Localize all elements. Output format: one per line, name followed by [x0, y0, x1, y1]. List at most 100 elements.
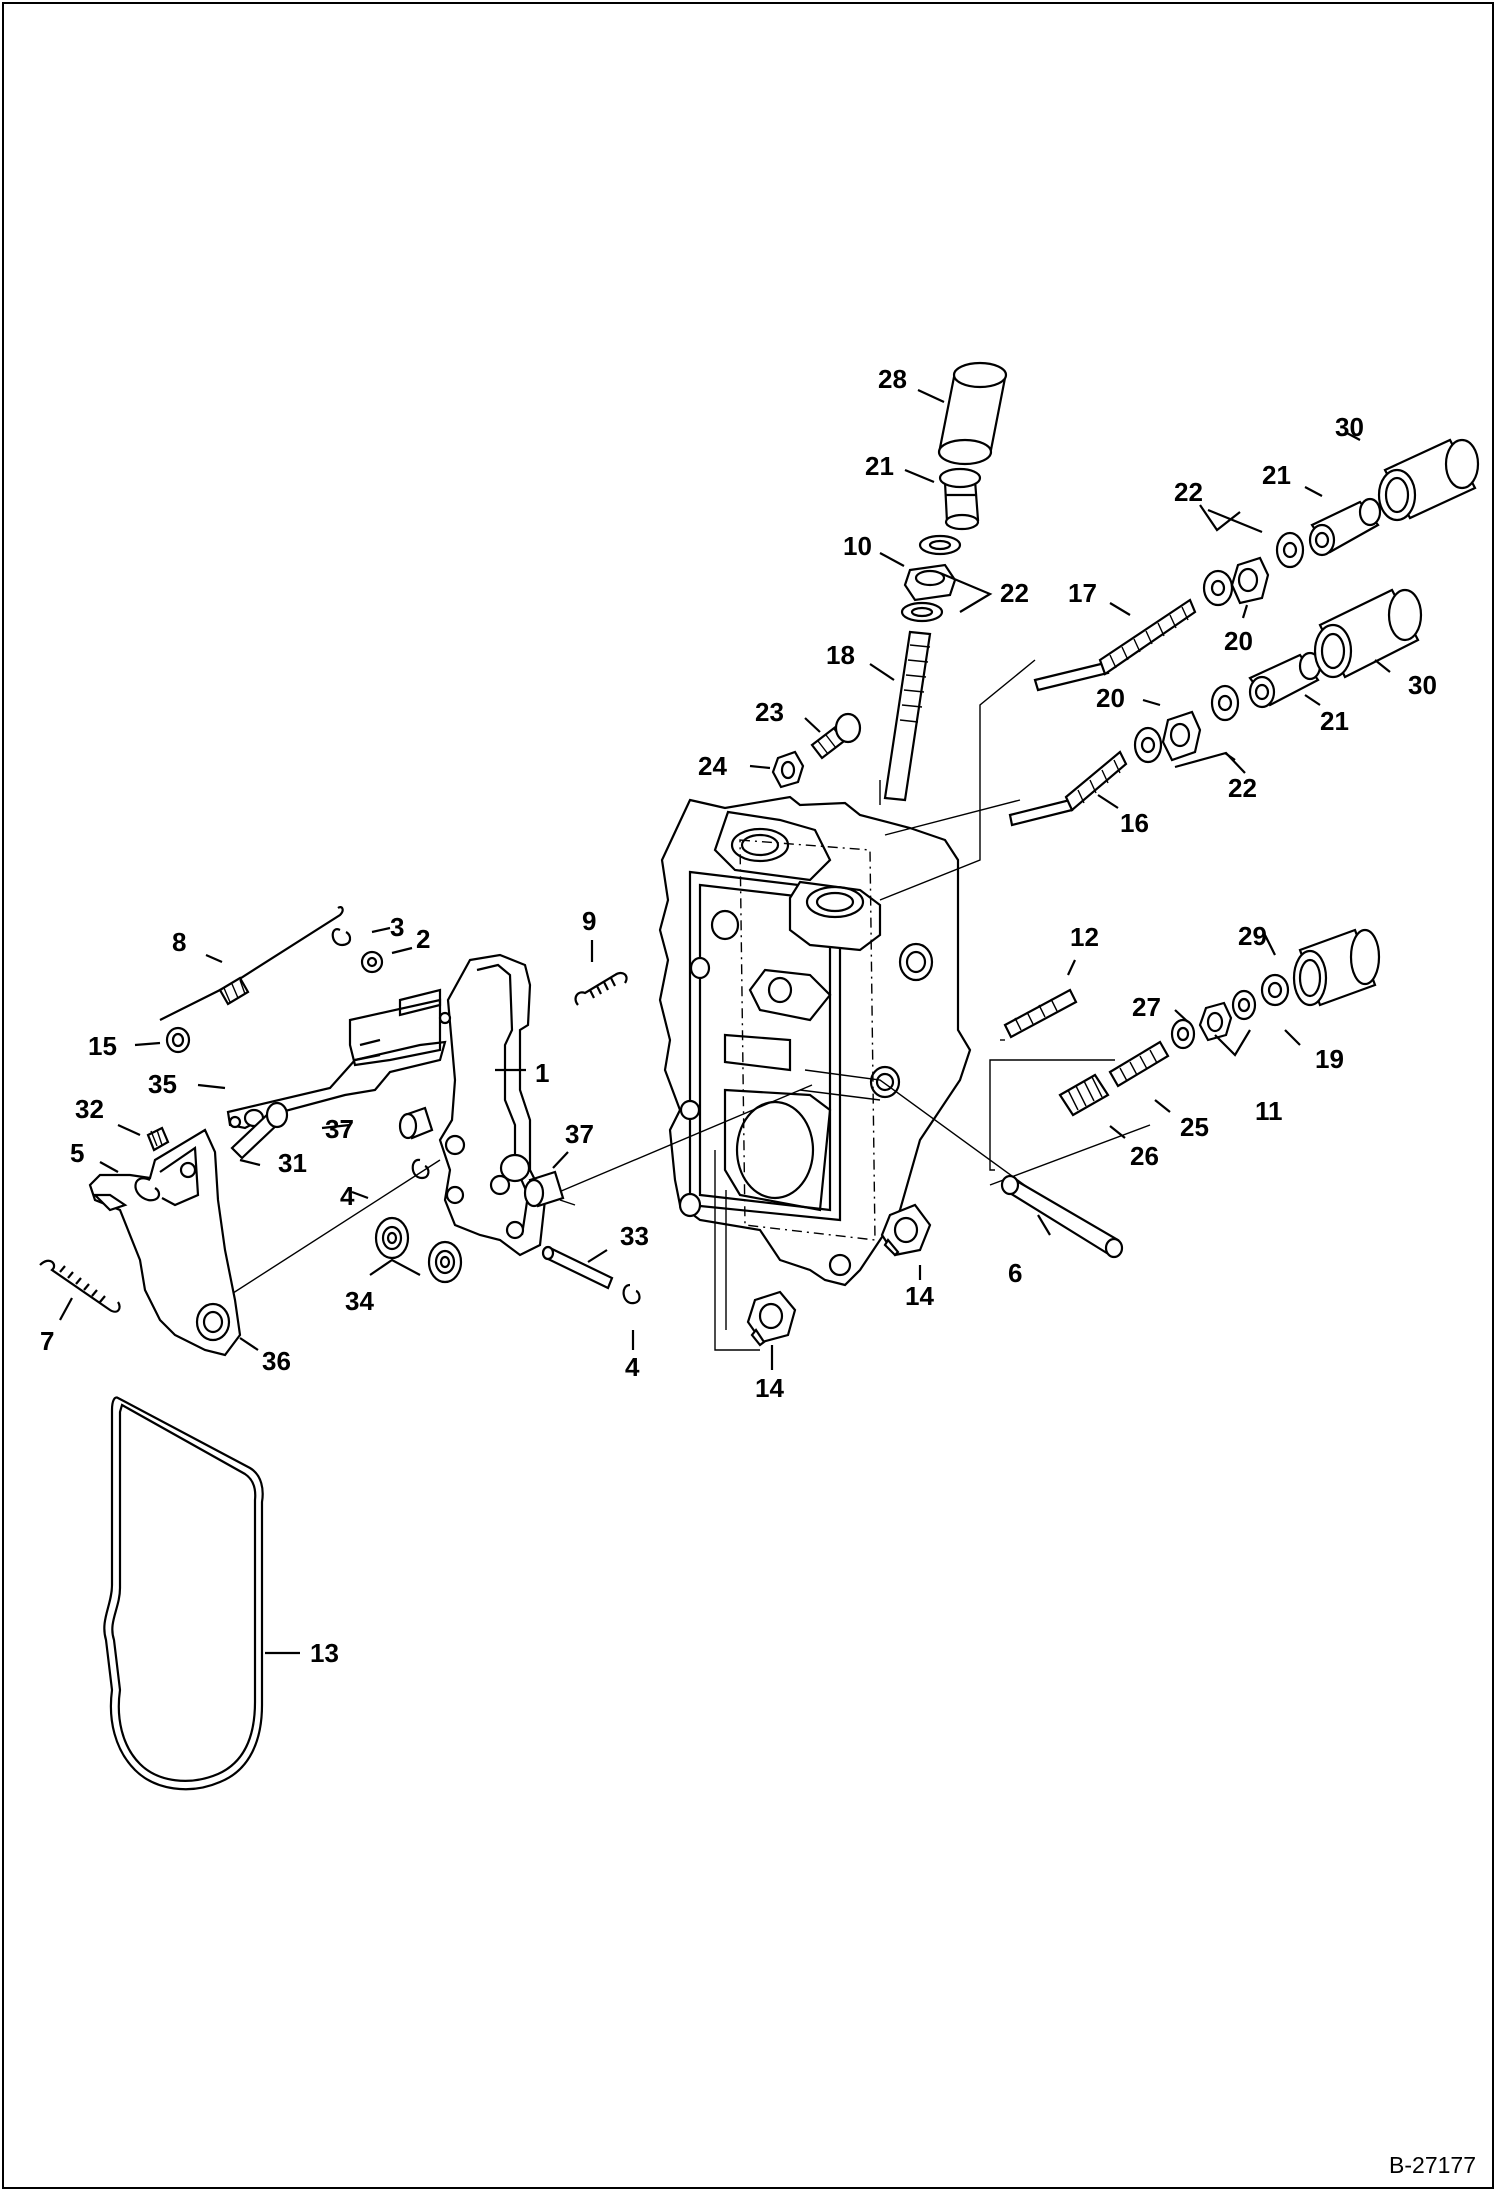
callout-24: 24	[698, 751, 727, 781]
part-22-washer-lower	[900, 601, 944, 623]
part-20-nut-mid	[1161, 710, 1202, 762]
part-33-pin	[541, 1245, 614, 1290]
part-3-clip	[331, 928, 352, 947]
part-22-washer-upper-right-2	[1275, 531, 1305, 569]
housing	[658, 795, 972, 1287]
callout-28: 28	[878, 364, 907, 394]
callout-23: 23	[755, 697, 784, 727]
callout-10: 10	[843, 531, 872, 561]
callout-21-top: 21	[865, 451, 894, 481]
part-37-bushing-upper	[398, 1106, 434, 1140]
part-11-washer-2	[1231, 989, 1257, 1021]
part-22-washer-upper-right	[1202, 569, 1234, 607]
part-9-spring	[574, 971, 628, 1006]
part-22-washer-mid-2	[1210, 684, 1240, 722]
callout-5: 5	[70, 1138, 84, 1168]
callout-15: 15	[88, 1031, 117, 1061]
assembly-axis-lines	[229, 659, 1151, 1351]
callout-20-mid: 20	[1096, 683, 1125, 713]
callout-13: 13	[310, 1638, 339, 1668]
part-29-sleeve	[1292, 928, 1381, 1007]
part-21-fitting-upper-right	[1308, 497, 1382, 557]
part-1-bracket	[438, 953, 547, 1257]
callout-2: 2	[416, 924, 430, 954]
callout-32: 32	[75, 1094, 104, 1124]
part-7-spring	[39, 1259, 121, 1313]
part-14-bolt-lower	[746, 1290, 797, 1347]
callout-8: 8	[172, 927, 186, 957]
part-21-fitting-top	[938, 467, 982, 531]
callout-26: 26	[1130, 1141, 1159, 1171]
callout-37-right: 37	[565, 1119, 594, 1149]
callout-22-upper-right: 22	[1174, 477, 1203, 507]
callout-19: 19	[1315, 1044, 1344, 1074]
callout-16: 16	[1120, 808, 1149, 838]
callout-11: 11	[1255, 1096, 1283, 1126]
part-30-sleeve-upper	[1377, 438, 1480, 522]
callout-14-right: 14	[905, 1281, 934, 1311]
part-19-cap-nut	[1260, 973, 1290, 1007]
part-34-bearing-1	[374, 1216, 410, 1260]
callout-4-upper: 4	[340, 1181, 355, 1211]
callout-37-left: 37	[325, 1114, 354, 1144]
part-35-link	[226, 988, 447, 1130]
callout-12: 12	[1070, 922, 1099, 952]
callout-labels: 28 21 10 22 18 23 24 17 22 21 30 20 30 2…	[40, 364, 1437, 1668]
callout-34: 34	[345, 1286, 374, 1316]
part-18-screw	[883, 630, 932, 802]
callout-7: 7	[40, 1326, 54, 1356]
callout-3: 3	[390, 912, 404, 942]
callout-22-top: 22	[1000, 578, 1029, 608]
part-5-clip	[134, 1177, 161, 1202]
part-26-spring	[1058, 1073, 1110, 1117]
part-20-nut-upper	[1230, 556, 1270, 605]
part-21-fitting-mid	[1248, 651, 1322, 709]
callout-22-mid: 22	[1228, 773, 1257, 803]
part-24-nut	[771, 750, 805, 789]
part-30-sleeve-lower	[1313, 588, 1423, 679]
part-22-washer-mid	[1133, 726, 1163, 764]
part-34-bearing-2	[427, 1240, 463, 1284]
part-23-screw	[810, 712, 862, 760]
part-14-bolt-right	[880, 1203, 932, 1257]
callout-6: 6	[1008, 1258, 1022, 1288]
part-32-setscrew	[146, 1126, 170, 1152]
part-13-o-ring	[103, 1396, 264, 1791]
part-31-bolt	[230, 1101, 289, 1160]
part-6-pin	[1000, 1174, 1124, 1259]
callout-21-mid: 21	[1320, 706, 1349, 736]
part-15-bushing	[165, 1026, 191, 1054]
leader-lines	[59, 389, 1391, 1655]
part-22-washer-top	[918, 534, 962, 556]
part-36-lever	[88, 1128, 242, 1357]
callout-21-upper-right: 21	[1262, 460, 1291, 490]
document-id: B-27177	[1389, 2152, 1476, 2178]
callout-18: 18	[826, 640, 855, 670]
part-11-washer	[1170, 1018, 1196, 1050]
callout-9: 9	[582, 906, 596, 936]
callout-30-upper: 30	[1335, 412, 1364, 442]
part-25-screw	[1108, 1040, 1170, 1088]
callout-17: 17	[1068, 578, 1097, 608]
callout-14-lower: 14	[755, 1373, 784, 1403]
part-4-clip-upper	[411, 1158, 430, 1180]
callout-33: 33	[620, 1221, 649, 1251]
part-4-clip-lower	[622, 1283, 641, 1305]
callout-31: 31	[278, 1148, 307, 1178]
callout-29: 29	[1238, 921, 1267, 951]
part-8-spring	[159, 906, 344, 1021]
callout-25: 25	[1180, 1112, 1209, 1142]
callout-1: 1	[535, 1058, 549, 1088]
part-27-nut	[1198, 1001, 1233, 1042]
part-28-cap	[937, 361, 1008, 466]
part-16-adjust-screw	[1008, 750, 1128, 827]
part-10-nut	[903, 563, 957, 602]
callout-4-lower: 4	[625, 1352, 640, 1382]
part-37-bushing-lower	[523, 1170, 565, 1208]
callout-27: 27	[1132, 992, 1161, 1022]
callout-36: 36	[262, 1346, 291, 1376]
callout-20-upper: 20	[1224, 626, 1253, 656]
callout-30-lower: 30	[1408, 670, 1437, 700]
callout-35: 35	[148, 1069, 177, 1099]
